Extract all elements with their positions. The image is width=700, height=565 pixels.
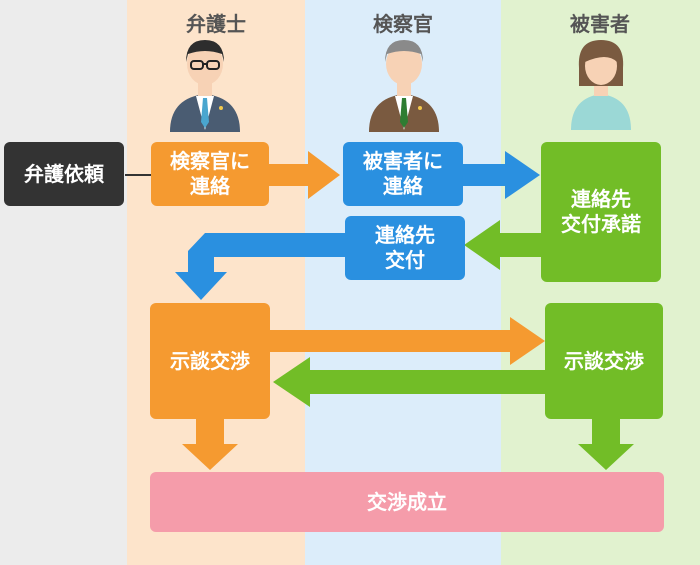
settlement-box: 交渉成立	[150, 472, 664, 532]
deliver-contact-box: 連絡先 交付	[345, 216, 465, 280]
arrow-victim-to-settlement	[578, 418, 634, 470]
contact-victim-box: 被害者に 連絡	[343, 142, 463, 206]
arrow-prosecutor-to-victim	[462, 151, 540, 199]
prosecutor-avatar-icon	[369, 40, 439, 132]
lane-title-victim: 被害者	[570, 12, 630, 36]
arrow-negotiation-to-victim	[270, 317, 545, 365]
lane-title-prosecutor: 検察官	[373, 12, 433, 36]
arrow-lawyer-to-prosecutor	[268, 151, 340, 199]
negotiation-lawyer-box: 示談交渉	[150, 303, 270, 419]
arrow-victim-to-prosecutor	[464, 220, 542, 270]
lawyer-avatar-icon	[170, 40, 240, 132]
victim-consent-box: 連絡先 交付承諾	[541, 142, 661, 282]
negotiation-victim-box: 示談交渉	[545, 303, 663, 419]
contact-prosecutor-box: 検察官に 連絡	[151, 142, 269, 206]
arrow-lawyer-to-settlement	[182, 418, 238, 470]
arrow-prosecutor-to-lawyer	[175, 233, 346, 300]
request-box: 弁護依頼	[4, 142, 124, 206]
lane-title-lawyer: 弁護士	[186, 12, 246, 36]
victim-avatar-icon	[571, 40, 631, 130]
arrow-negotiation-to-lawyer	[273, 357, 545, 407]
